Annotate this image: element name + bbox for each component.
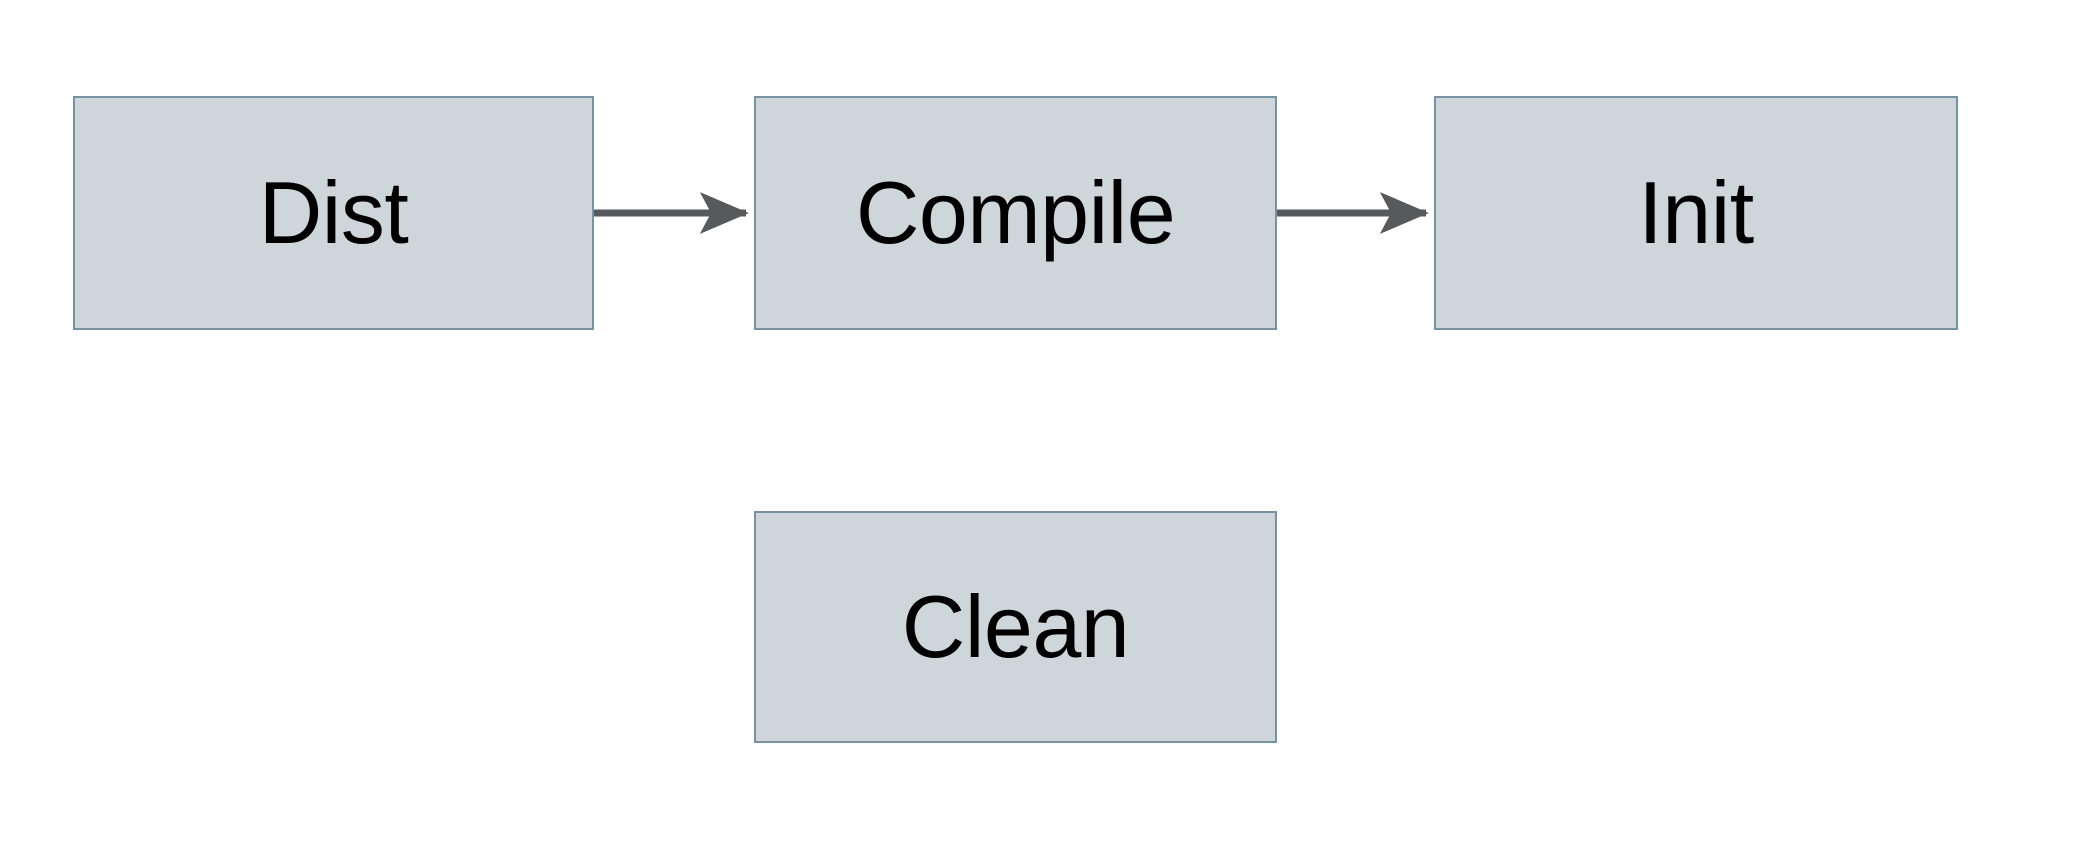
node-init[interactable]: Init — [1434, 96, 1958, 330]
node-clean[interactable]: Clean — [754, 511, 1277, 743]
node-clean-label: Clean — [901, 577, 1130, 676]
node-compile-label: Compile — [855, 163, 1176, 262]
node-dist[interactable]: Dist — [73, 96, 594, 330]
node-dist-label: Dist — [258, 163, 409, 262]
node-compile[interactable]: Compile — [754, 96, 1277, 330]
node-init-label: Init — [1638, 163, 1754, 262]
